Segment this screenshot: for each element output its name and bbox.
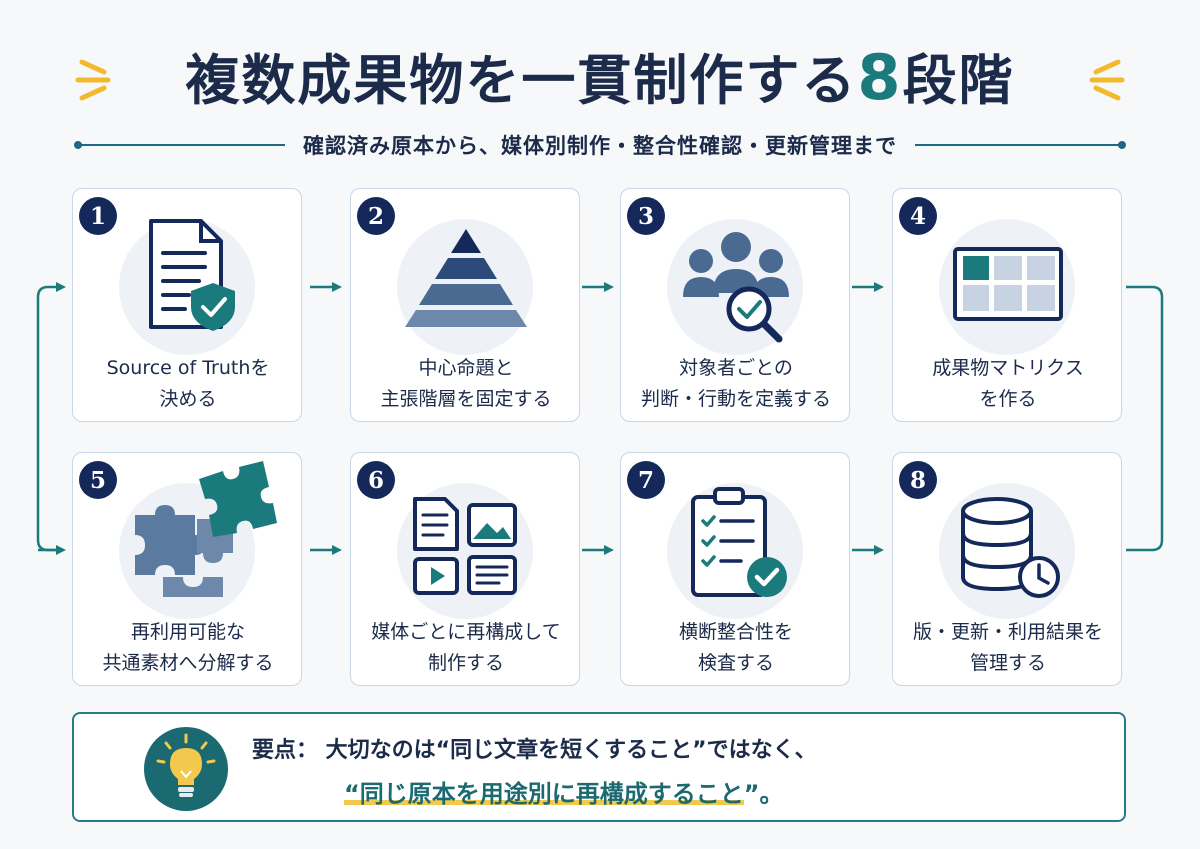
- puzzle-icon: [135, 461, 277, 597]
- keypoint-text-line1: 要点： 大切なのは“同じ文章を短くすること”ではなく、: [252, 738, 817, 763]
- step-label-line2: 検査する: [697, 652, 774, 674]
- subtitle-rule-left: [74, 141, 285, 149]
- matrix-grid-icon: [953, 247, 1063, 321]
- step-label-line1: 媒体ごとに再構成して: [371, 621, 561, 643]
- keypoint-text-line2: “同じ原本を用途別に再構成すること”。: [344, 774, 784, 809]
- step-label: 再利用可能な 共通素材へ分解する: [73, 617, 303, 679]
- subtitle-rule-right: [915, 141, 1126, 149]
- step-label-line2: 制作する: [427, 652, 504, 674]
- sparkle-right-icon: [1089, 59, 1125, 101]
- subtitle: 確認済み原本から、媒体別制作・整合性確認・更新管理まで: [303, 134, 897, 158]
- title-suffix-text: 段階: [902, 48, 1015, 112]
- step-card-6: 6 媒体ごとに再構成して 制作する: [350, 452, 580, 686]
- media-tiles-icon: [413, 497, 517, 595]
- checklist-icon: [691, 487, 787, 597]
- page-title: 複数成果物を一貫制作する8段階: [185, 36, 1014, 115]
- step-label-line2: 決める: [159, 388, 217, 410]
- step-card-4: 4 成果物マトリクス を作る: [892, 188, 1122, 422]
- step-label-line1: 版・更新・利用結果を: [912, 621, 1103, 643]
- step-label-line1: 中心命題と: [418, 357, 514, 379]
- step-label-line2: を作る: [979, 388, 1037, 410]
- step-number-badge: 2: [357, 197, 395, 235]
- title-main-text: 複数成果物を一貫制作する: [185, 48, 858, 112]
- step-label: 媒体ごとに再構成して 制作する: [351, 617, 581, 679]
- step-card-1: 1 Source of Truthを 決める: [72, 188, 302, 422]
- step-label-line1: 再利用可能な: [130, 621, 245, 643]
- step-card-7: 7 横断整合性を 検査する: [620, 452, 850, 686]
- step-number-badge: 4: [899, 197, 937, 235]
- step-label-line1: 横断整合性を: [678, 621, 793, 643]
- step-label: 対象者ごとの 判断・行動を定義する: [621, 353, 851, 415]
- lightbulb-icon: [156, 733, 216, 797]
- loop-right: [1126, 285, 1164, 552]
- step-label-line2: 主張階層を固定する: [380, 388, 552, 410]
- keypoint-box: 要点： 大切なのは“同じ文章を短くすること”ではなく、 “同じ原本を用途別に再構…: [72, 712, 1126, 822]
- audience-search-icon: [683, 232, 789, 343]
- title-number: 8: [857, 40, 903, 114]
- step-card-8: 8 版・更新・利用結果を 管理する: [892, 452, 1122, 686]
- loop-left: [36, 282, 66, 552]
- keypoint-tail: ”。: [743, 780, 784, 808]
- sparkle-left-icon: [75, 59, 111, 101]
- subtitle-bar: 確認済み原本から、媒体別制作・整合性確認・更新管理まで: [74, 128, 1126, 162]
- step-label-line1: 対象者ごとの: [679, 357, 793, 379]
- database-clock-icon: [961, 497, 1060, 598]
- step-number-badge: 1: [79, 197, 117, 235]
- step-number-badge: 6: [357, 461, 395, 499]
- step-number-badge: 7: [627, 461, 665, 499]
- title-bar: 複数成果物を一貫制作する8段階: [0, 30, 1200, 120]
- step-label-line2: 共通素材へ分解する: [102, 652, 274, 674]
- step-card-3: 3 対象者ごとの 判断・行動を定義する: [620, 188, 850, 422]
- step-label: Source of Truthを 決める: [73, 353, 303, 415]
- pyramid-icon: [405, 229, 527, 327]
- step-label-line2: 判断・行動を定義する: [640, 388, 831, 410]
- step-card-2: 2 中心命題と 主張階層を固定する: [350, 188, 580, 422]
- step-number-badge: 3: [627, 197, 665, 235]
- step-label-line1: 成果物マトリクス: [932, 357, 1084, 379]
- step-label-line2: 管理する: [969, 652, 1046, 674]
- keypoint-highlight: “同じ原本を用途別に再構成すること: [344, 780, 744, 808]
- step-card-5: 5 再利用可能な 共通素材へ分解する: [72, 452, 302, 686]
- step-number-badge: 8: [899, 461, 937, 499]
- step-label: 成果物マトリクス を作る: [893, 353, 1123, 415]
- document-shield-icon: [149, 219, 235, 331]
- step-label: 横断整合性を 検査する: [621, 617, 851, 679]
- step-label-line1: Source of Truthを: [106, 357, 270, 379]
- step-label: 中心命題と 主張階層を固定する: [351, 353, 581, 415]
- step-label: 版・更新・利用結果を 管理する: [893, 617, 1123, 679]
- step-number-badge: 5: [79, 461, 117, 499]
